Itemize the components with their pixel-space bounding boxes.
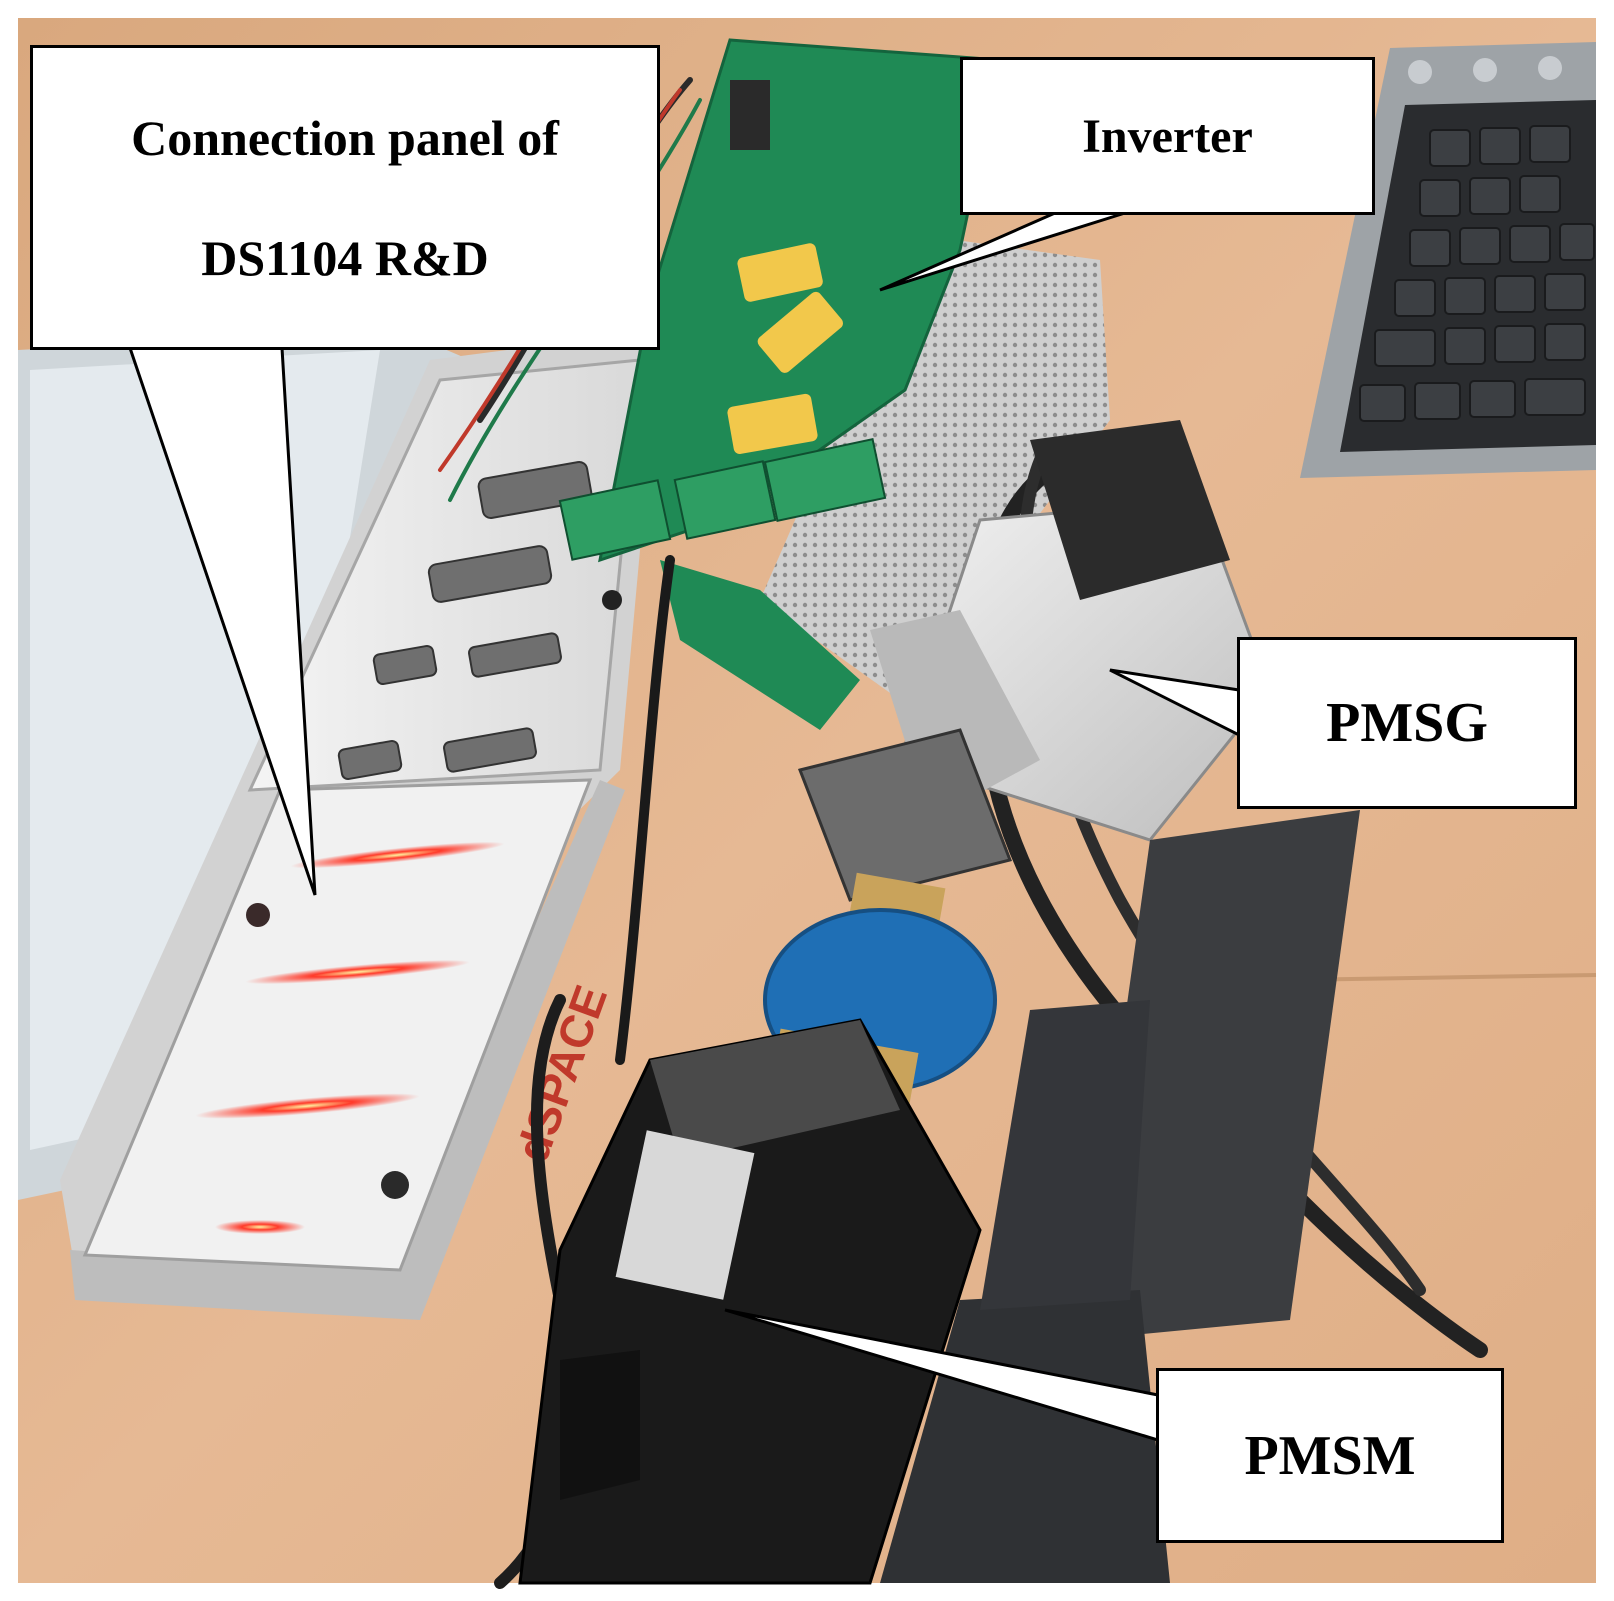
label-connection-panel: Connection panel of DS1104 R&D [30,45,660,350]
led-row-2 [245,955,470,989]
label-pmsm: PMSM [1156,1368,1504,1543]
connection-panel-device: dSPACE [60,330,660,1320]
pmsg-flange [797,728,1013,902]
led-row-3 [195,1088,420,1124]
label-connection-panel-line1: Connection panel of [131,109,559,166]
label-pmsg: PMSG [1237,637,1577,809]
heat-sink [760,235,1110,700]
label-inverter: Inverter [960,57,1375,215]
pmsg-motor [870,420,1272,842]
led-rows [195,837,505,1234]
inverter-pcb [558,38,1002,563]
led-row-1 [290,837,505,873]
led-row-4 [215,1220,305,1234]
pmsm-motor [518,1018,982,1585]
keyboard [1300,42,1596,478]
desk-seam [1289,973,1597,982]
inverter-base [660,560,860,730]
label-connection-panel-line2: DS1104 R&D [201,229,489,286]
